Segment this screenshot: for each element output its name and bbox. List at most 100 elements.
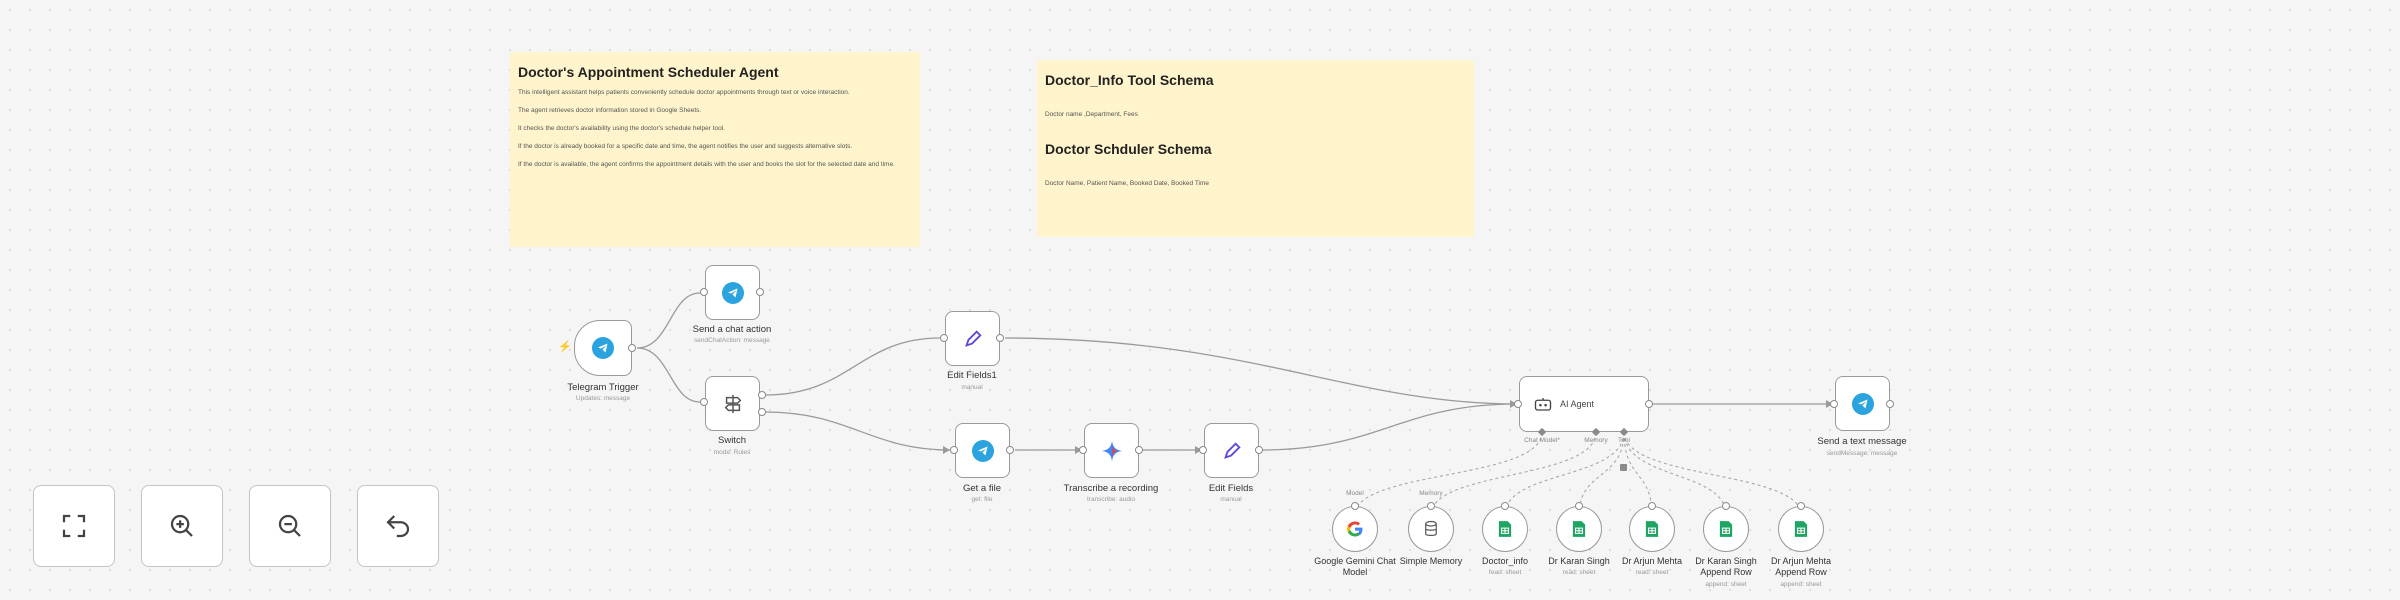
node-subtitle: get: file: [971, 496, 993, 503]
trigger-bolt-icon: ⚡: [558, 341, 572, 353]
fit-view-icon: [62, 514, 86, 538]
send-text-message-node[interactable]: [1835, 376, 1890, 431]
note-text: Doctor name ,Department, Fees: [1045, 111, 1138, 118]
node-label: Doctor_info: [1481, 556, 1529, 566]
port-label: Memory: [1419, 490, 1443, 497]
output-port[interactable]: [1645, 400, 1653, 408]
switch-node[interactable]: [705, 376, 760, 431]
input-port[interactable]: [1830, 400, 1838, 408]
input-port[interactable]: [1575, 502, 1583, 510]
fit-view-button[interactable]: [33, 485, 115, 567]
note-text: Doctor Name, Patient Name, Booked Date, …: [1045, 180, 1210, 187]
output-port[interactable]: [1255, 446, 1263, 454]
input-port[interactable]: [700, 398, 708, 406]
dr-arjun-mehta-sheet-node[interactable]: [1629, 506, 1675, 552]
port-label: Model: [1346, 490, 1364, 497]
port-label: Memory: [1584, 437, 1608, 444]
input-port[interactable]: [1648, 502, 1656, 510]
edit-fields1-node[interactable]: [945, 311, 1000, 366]
input-port[interactable]: [1199, 446, 1207, 454]
zoom-out-button[interactable]: [249, 485, 331, 567]
input-port[interactable]: [1722, 502, 1730, 510]
input-port[interactable]: [700, 288, 708, 296]
transcribe-recording-node[interactable]: [1084, 423, 1139, 478]
note-paragraph: If the doctor is already booked for a sp…: [518, 143, 853, 150]
input-port[interactable]: [1797, 502, 1805, 510]
node-label: Google Gemini Chat Model: [1314, 556, 1396, 577]
output-port[interactable]: [628, 344, 636, 352]
google-sheets-icon: [1794, 521, 1808, 537]
telegram-trigger-node[interactable]: [574, 320, 632, 376]
output-port[interactable]: [1135, 446, 1143, 454]
input-port[interactable]: [1427, 502, 1435, 510]
ai-agent-node[interactable]: AI Agent: [1519, 376, 1649, 432]
telegram-icon: [971, 439, 994, 462]
node-subtitle: manual: [961, 384, 983, 391]
edit-fields-node[interactable]: [1204, 423, 1259, 478]
doctor-info-sheet-node[interactable]: [1482, 506, 1528, 552]
wire: [1004, 337, 1518, 405]
node-subtitle: read: sheet: [1488, 569, 1522, 576]
input-port[interactable]: [1079, 446, 1087, 454]
gemini-sparkle-icon: [1101, 440, 1122, 461]
node-subtitle: read: sheet: [1635, 569, 1669, 576]
sticky-note-schema[interactable]: Doctor_Info Tool Schema Doctor name ,Dep…: [1037, 60, 1474, 237]
node-label: Edit Fields: [1208, 483, 1254, 494]
node-label: Dr Karan Singh: [1548, 556, 1610, 566]
output-port[interactable]: [996, 334, 1004, 342]
output-port[interactable]: [1886, 400, 1894, 408]
node-label: Edit Fields1: [947, 370, 997, 381]
node-label: Transcribe a recording: [1063, 483, 1159, 494]
port-label: Tool: [1618, 437, 1630, 444]
port-label: Chat Model*: [1524, 437, 1560, 444]
sticky-note-scheduler[interactable]: Doctor's Appointment Scheduler Agent Thi…: [510, 52, 920, 247]
node-label: Switch: [718, 435, 746, 446]
input-port[interactable]: [950, 446, 958, 454]
node-label: Send a text message: [1817, 436, 1907, 447]
zoom-in-icon: [170, 514, 193, 537]
input-port[interactable]: [940, 334, 948, 342]
node-subtitle: mode: Rules: [713, 449, 751, 456]
dr-arjun-mehta-append-row-node[interactable]: [1778, 506, 1824, 552]
output-port[interactable]: [756, 288, 764, 296]
telegram-icon: [1851, 392, 1874, 415]
node-subtitle: read: sheet: [1562, 569, 1596, 576]
output-port[interactable]: [1006, 446, 1014, 454]
node-label: Dr Arjun Mehta: [1621, 556, 1683, 566]
input-port[interactable]: [1501, 502, 1509, 510]
undo-button[interactable]: [357, 485, 439, 567]
output-port[interactable]: [758, 408, 766, 416]
google-icon: [1347, 521, 1363, 537]
note-paragraph: The agent retrieves doctor information s…: [518, 107, 702, 114]
dr-karan-singh-sheet-node[interactable]: [1556, 506, 1602, 552]
get-file-node[interactable]: [955, 423, 1010, 478]
node-label: Telegram Trigger: [567, 382, 639, 393]
note-paragraph: If the doctor is available, the agent co…: [518, 161, 895, 168]
zoom-out-icon: [278, 514, 301, 537]
node-label: Get a file: [962, 483, 1002, 494]
zoom-in-button[interactable]: [141, 485, 223, 567]
output-port[interactable]: [758, 391, 766, 399]
google-sheets-icon: [1498, 521, 1512, 537]
node-subtitle: Updates: message: [575, 395, 631, 402]
send-chat-action-node[interactable]: [705, 265, 760, 320]
pencil-icon: [964, 329, 982, 347]
node-subtitle: transcribe: audio: [1086, 496, 1136, 503]
pencil-icon: [1223, 441, 1241, 459]
signpost-icon: [724, 394, 741, 413]
google-sheets-icon: [1719, 521, 1733, 537]
dr-karan-singh-append-row-node[interactable]: [1703, 506, 1749, 552]
node-label: Dr Karan Singh Append Row: [1695, 556, 1757, 577]
wire: [636, 292, 701, 349]
input-port[interactable]: [1351, 502, 1359, 510]
simple-memory-node[interactable]: [1408, 506, 1454, 552]
input-port[interactable]: [1514, 400, 1522, 408]
google-sheets-icon: [1645, 521, 1659, 537]
wire: [636, 347, 701, 403]
add-tool-handle[interactable]: [1620, 464, 1627, 471]
note-title: Doctor Schduler Schema: [1045, 141, 1212, 157]
google-gemini-chat-model-node[interactable]: [1332, 506, 1378, 552]
note-paragraph: It checks the doctor's availability usin…: [518, 125, 725, 132]
agent-title: AI Agent: [1560, 399, 1595, 409]
note-title: Doctor_Info Tool Schema: [1045, 72, 1214, 88]
